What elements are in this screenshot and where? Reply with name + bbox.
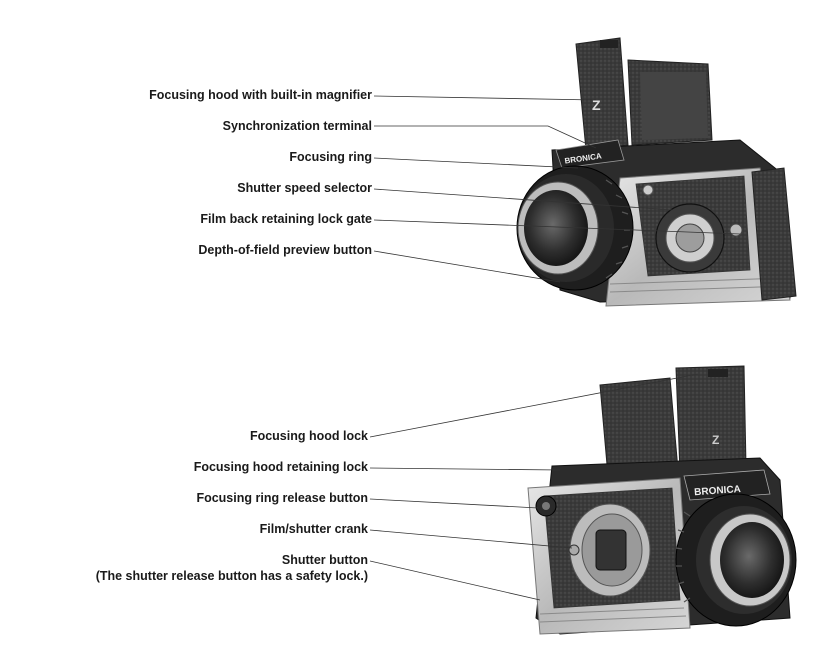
label-film-back-retaining-lock-gate: Film back retaining lock gate (200, 212, 372, 226)
label-focusing-hood-retaining-lock: Focusing hood retaining lock (194, 460, 368, 474)
leader-line-8 (369, 467, 561, 471)
camera-bottom: Z BRONICA (527, 365, 797, 635)
leader-line-2 (374, 125, 597, 149)
leader-line-1 (373, 95, 597, 101)
label-synchronization-terminal: Synchronization terminal (223, 119, 372, 133)
z-emblem-icon: Z (592, 97, 601, 113)
label-focusing-hood-lock: Focusing hood lock (250, 429, 368, 443)
leader-line-3 (373, 157, 579, 169)
label-shutter-speed-selector: Shutter speed selector (237, 181, 372, 195)
camera-top: Z BRONICA (516, 37, 797, 307)
leader-line-6 (373, 250, 561, 283)
leader-line-5 (373, 219, 741, 235)
leader-line-11 (369, 560, 541, 601)
label-film-shutter-crank: Film/shutter crank (260, 522, 368, 536)
figure-2-labels: Focusing hood lock Focusing hood retaini… (96, 373, 699, 601)
leader-line-9 (369, 498, 539, 509)
label-shutter-button-note: (The shutter release button has a safety… (96, 569, 368, 583)
leader-line-7 (369, 373, 699, 438)
label-focusing-ring-release-button: Focusing ring release button (196, 491, 368, 505)
label-focusing-ring: Focusing ring (289, 150, 372, 164)
label-depth-of-field-preview-button: Depth-of-field preview button (198, 243, 372, 257)
figure-1-labels: Focusing hood with built-in magnifier Sy… (149, 88, 741, 283)
label-shutter-button: Shutter button (282, 553, 368, 567)
leader-line-10 (369, 529, 573, 549)
z-emblem-bottom-icon: Z (712, 433, 719, 447)
leader-line-4 (373, 188, 673, 211)
label-focusing-hood-magnifier: Focusing hood with built-in magnifier (149, 88, 372, 102)
